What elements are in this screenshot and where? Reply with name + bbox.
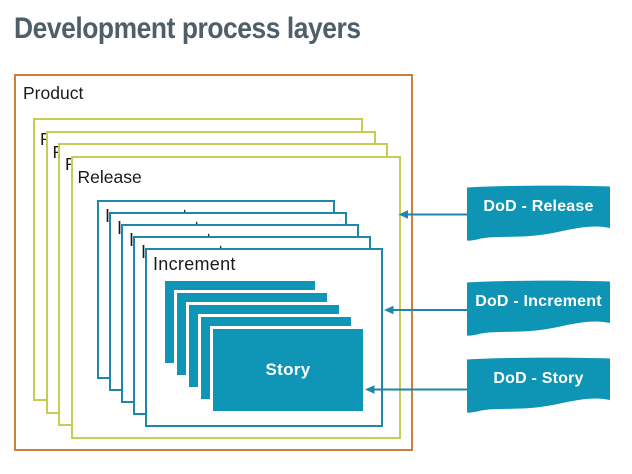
story-label: Story (265, 360, 311, 379)
release-label-front: Release (77, 166, 142, 187)
page-title: Development process layers (14, 12, 361, 45)
ribbon-wave-shape (467, 185, 610, 241)
dod-increment-label: DoD - Increment (475, 293, 602, 310)
ribbon-wave-shape (467, 280, 610, 336)
increment-label-front: Increment (153, 254, 236, 274)
dod-release-ribbon: DoD - Release (467, 185, 610, 243)
dod-story-label: DoD - Story (493, 370, 584, 387)
dod-increment-ribbon: DoD - Increment (467, 280, 610, 338)
dod-release-label: DoD - Release (483, 198, 594, 215)
story-card-front: Story (210, 326, 366, 414)
dod-story-ribbon: DoD - Story (467, 357, 610, 415)
product-label: Product (23, 83, 84, 103)
ribbon-wave-shape (467, 357, 610, 413)
